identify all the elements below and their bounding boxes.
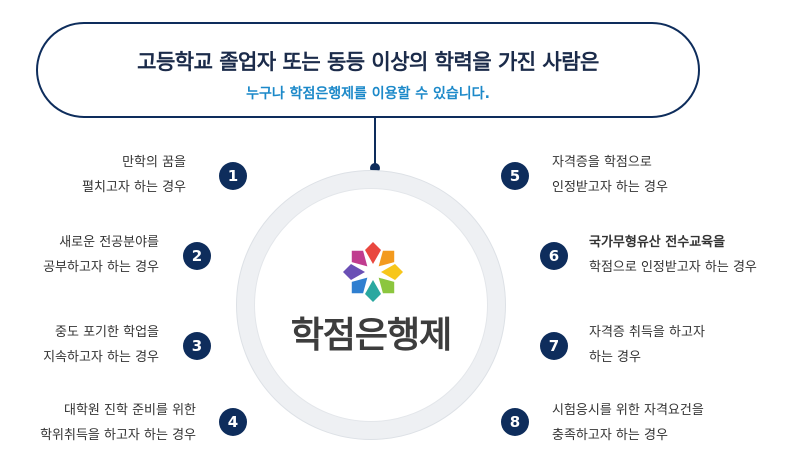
logo-petal	[378, 277, 395, 294]
reason-7-line2: 하는 경우	[589, 350, 641, 365]
reason-5-line1: 자격증을 학점으로	[552, 155, 652, 170]
logo-petal	[351, 250, 368, 267]
reason-1-line1: 만학의 꿈을	[122, 155, 186, 170]
reason-item-7: 자격증 취득을 하고자 하는 경우	[589, 320, 705, 370]
reason-1-line2: 펼치고자 하는 경우	[82, 180, 186, 195]
logo-text: 학점은행제	[290, 315, 453, 356]
reason-4-line1: 대학원 진학 준비를 위한	[64, 403, 196, 418]
reason-8-line2: 충족하고자 하는 경우	[552, 428, 668, 443]
header-title: 고등학교 졸업자 또는 동등 이상의 학력을 가진 사람은	[137, 50, 599, 74]
logo-petal	[365, 280, 381, 302]
number-badge-1: 1	[219, 162, 247, 190]
reason-6-line2: 학점으로 인정받고자 하는 경우	[589, 260, 757, 275]
reason-7-line1: 자격증 취득을 하고자	[589, 325, 705, 340]
header-subtitle: 누구나 학점은행제를 이용할 수 있습니다.	[246, 86, 490, 102]
reason-3-line1: 중도 포기한 학업을	[55, 325, 159, 340]
connector-line	[374, 118, 376, 168]
reason-item-6: 국가무형유산 전수교육을 학점으로 인정받고자 하는 경우	[589, 230, 757, 280]
reason-item-1: 만학의 꿈을 펼치고자 하는 경우	[82, 150, 186, 200]
header-banner: 고등학교 졸업자 또는 동등 이상의 학력을 가진 사람은 누구나 학점은행제를…	[36, 22, 700, 118]
reason-6-line1: 국가무형유산 전수교육을	[589, 235, 726, 250]
reason-8-line1: 시험응시를 위한 자격요건을	[552, 403, 704, 418]
reason-item-5: 자격증을 학점으로 인정받고자 하는 경우	[552, 150, 668, 200]
reason-item-3: 중도 포기한 학업을 지속하고자 하는 경우	[43, 320, 159, 370]
number-badge-3: 3	[183, 332, 211, 360]
number-badge-7: 7	[540, 332, 568, 360]
logo-petal	[378, 250, 395, 267]
logo-petal	[381, 264, 403, 280]
reason-item-8: 시험응시를 위한 자격요건을 충족하고자 하는 경우	[552, 398, 704, 448]
number-badge-4: 4	[219, 408, 247, 436]
reason-3-line2: 지속하고자 하는 경우	[43, 350, 159, 365]
reason-2-line2: 공부하고자 하는 경우	[43, 260, 159, 275]
logo-petal	[365, 242, 381, 264]
number-badge-8: 8	[501, 408, 529, 436]
logo-petal	[343, 264, 365, 280]
number-badge-2: 2	[183, 242, 211, 270]
reason-item-4: 대학원 진학 준비를 위한 학위취득을 하고자 하는 경우	[40, 398, 196, 448]
center-circle	[254, 188, 488, 422]
reason-2-line1: 새로운 전공분야를	[59, 235, 159, 250]
number-badge-6: 6	[540, 242, 568, 270]
reason-4-line2: 학위취득을 하고자 하는 경우	[40, 428, 196, 443]
connector-dot	[370, 163, 380, 173]
reason-item-2: 새로운 전공분야를 공부하고자 하는 경우	[43, 230, 159, 280]
reason-5-line2: 인정받고자 하는 경우	[552, 180, 668, 195]
flower-logo-icon	[343, 242, 403, 302]
logo-petal	[351, 277, 368, 294]
number-badge-5: 5	[501, 162, 529, 190]
